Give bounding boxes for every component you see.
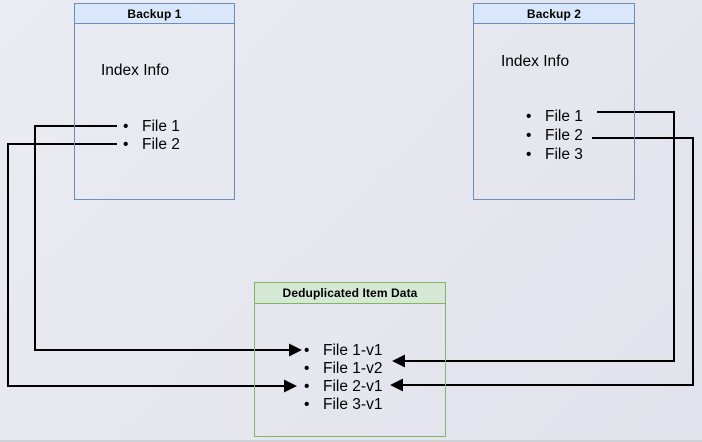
dedup-item: File 1-v2	[301, 360, 382, 378]
backup2-file-item: File 2	[523, 126, 583, 145]
dedup-item: File 2-v1	[301, 378, 382, 396]
backup1-file-list: File 1 File 2	[120, 118, 180, 154]
dedup-item: File 1-v1	[301, 342, 382, 360]
backup1-file-item: File 1	[120, 118, 180, 136]
backup2-file-list: File 1 File 2 File 3	[523, 107, 583, 164]
dedup-item-list: File 1-v1 File 1-v2 File 2-v1 File 3-v1	[301, 342, 382, 414]
dedup-item: File 3-v1	[301, 396, 382, 414]
backup2-box: Backup 2 Index Info File 1 File 2 File 3	[473, 3, 635, 200]
backup1-file-item: File 2	[120, 136, 180, 154]
backup2-file-item: File 1	[523, 107, 583, 126]
backup2-index-info-label: Index Info	[501, 53, 570, 70]
screen-bottom-edge	[0, 440, 702, 442]
backup2-file-item: File 3	[523, 145, 583, 164]
backup1-title: Backup 1	[75, 4, 234, 24]
backup2-title: Backup 2	[474, 4, 634, 24]
backup1-index-info-label: Index Info	[101, 62, 170, 79]
dedup-title: Deduplicated Item Data	[255, 283, 445, 304]
backup1-box: Backup 1 Index Info File 1 File 2	[74, 3, 235, 200]
deduplicated-item-data-box: Deduplicated Item Data File 1-v1 File 1-…	[254, 282, 446, 437]
